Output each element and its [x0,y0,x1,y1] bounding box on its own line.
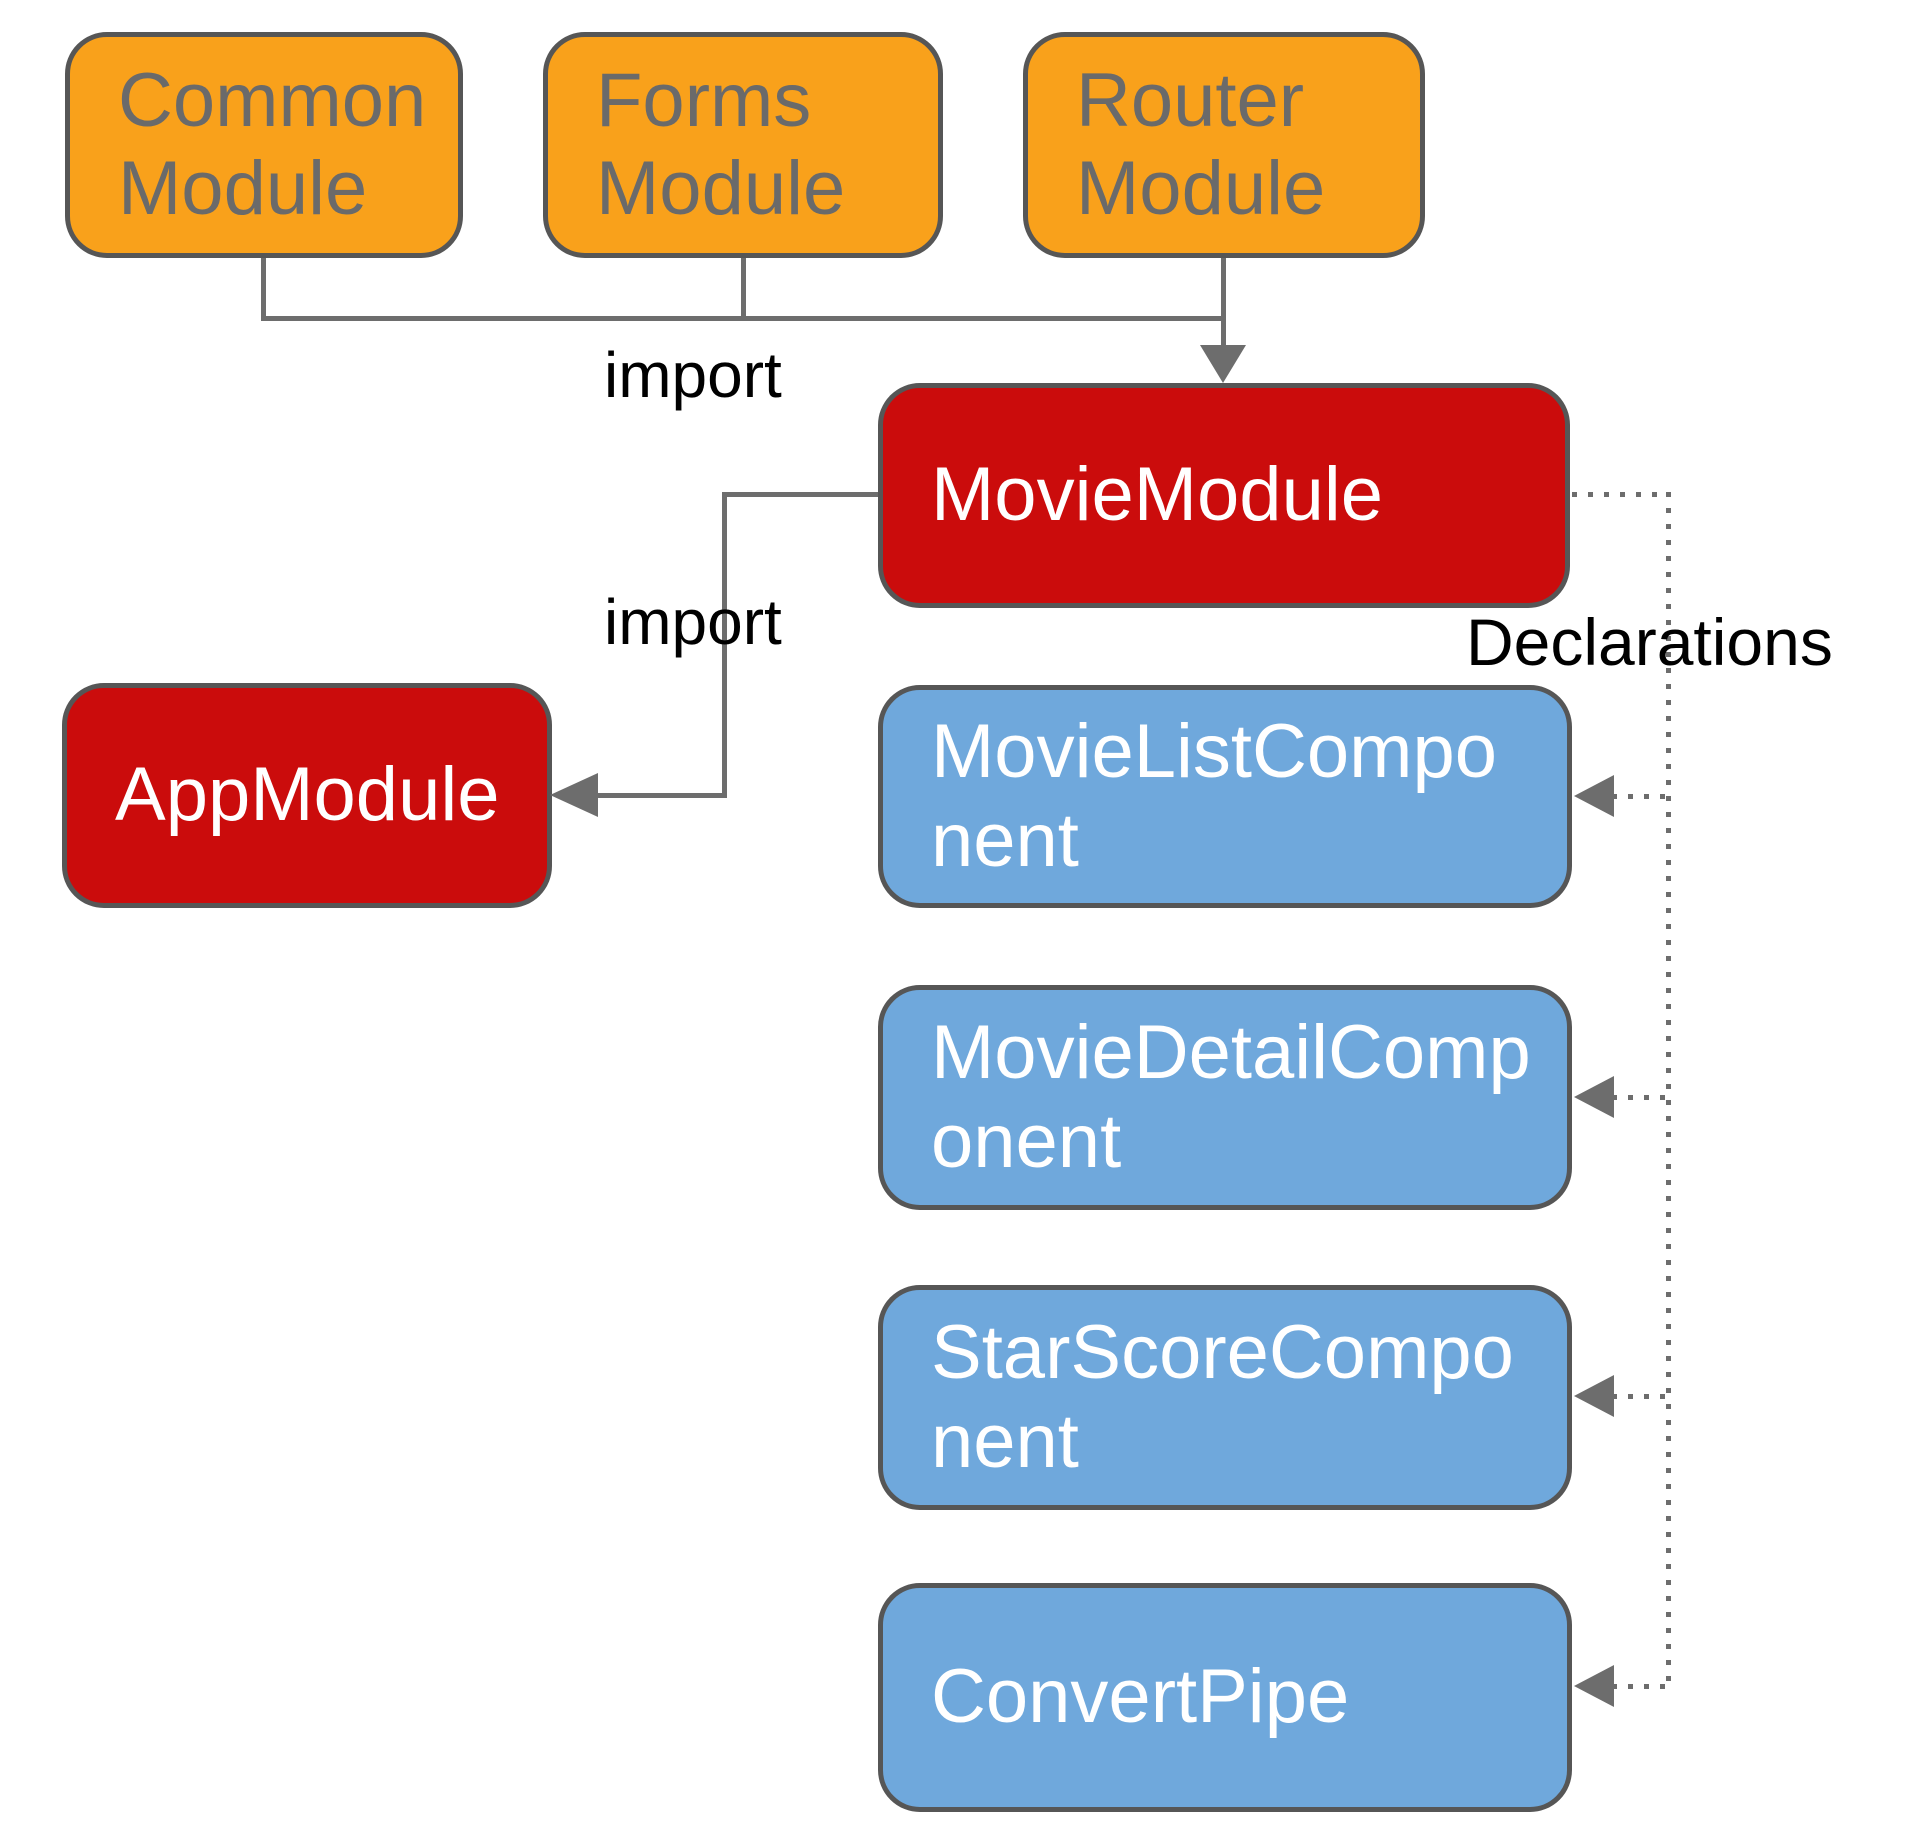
dotted-branch-to-convert-pipe [1612,1684,1668,1689]
left-arrowhead-into-movie-detail-component-icon [1574,1076,1614,1118]
convert-pipe-node: ConvertPipe [878,1583,1572,1812]
connector-import-vertical-segment [722,492,727,798]
down-arrowhead-into-movie-module-icon [1200,345,1246,383]
declarations-label: Declarations [1466,605,1833,679]
connector-into-app-module-segment [598,793,724,798]
common-module-node: Common Module [65,32,463,258]
dotted-connector-from-movie-module [1572,492,1670,497]
common-module-label: Common Module [118,57,427,231]
left-arrowhead-into-movie-list-component-icon [1574,775,1614,817]
app-module-node: AppModule [62,683,552,908]
movie-detail-component-label: MovieDetailComp onent [931,1010,1531,1184]
import-label-top: import [604,339,782,411]
router-module-label: Router Module [1076,57,1326,231]
forms-module-label: Forms Module [596,57,846,231]
dotted-branch-to-star-score-component [1612,1394,1668,1399]
movie-module-label: MovieModule [931,452,1383,538]
left-arrowhead-into-app-module-icon [550,773,598,817]
movie-list-component-node: MovieListCompo nent [878,685,1572,908]
movie-list-component-label: MovieListCompo nent [931,709,1497,883]
import-label-app-module: import [604,586,782,658]
connector-movie-module-left-segment [722,492,878,497]
app-module-label: AppModule [115,752,500,838]
left-arrowhead-into-star-score-component-icon [1574,1375,1614,1417]
connector-common-module-stub [261,258,266,320]
connector-router-to-movie-module [1221,258,1226,350]
dotted-declarations-spine [1666,492,1671,1688]
dotted-branch-to-movie-detail-component [1612,1095,1668,1100]
connector-import-merge-line [261,316,1226,321]
router-module-node: Router Module [1023,32,1425,258]
left-arrowhead-into-convert-pipe-icon [1574,1665,1614,1707]
convert-pipe-label: ConvertPipe [931,1654,1350,1740]
connector-forms-module-stub [741,258,746,320]
star-score-component-label: StarScoreCompo nent [931,1310,1514,1484]
star-score-component-node: StarScoreCompo nent [878,1285,1572,1510]
movie-module-node: MovieModule [878,383,1570,608]
dotted-branch-to-movie-list-component [1612,794,1668,799]
movie-detail-component-node: MovieDetailComp onent [878,985,1572,1210]
forms-module-node: Forms Module [543,32,943,258]
